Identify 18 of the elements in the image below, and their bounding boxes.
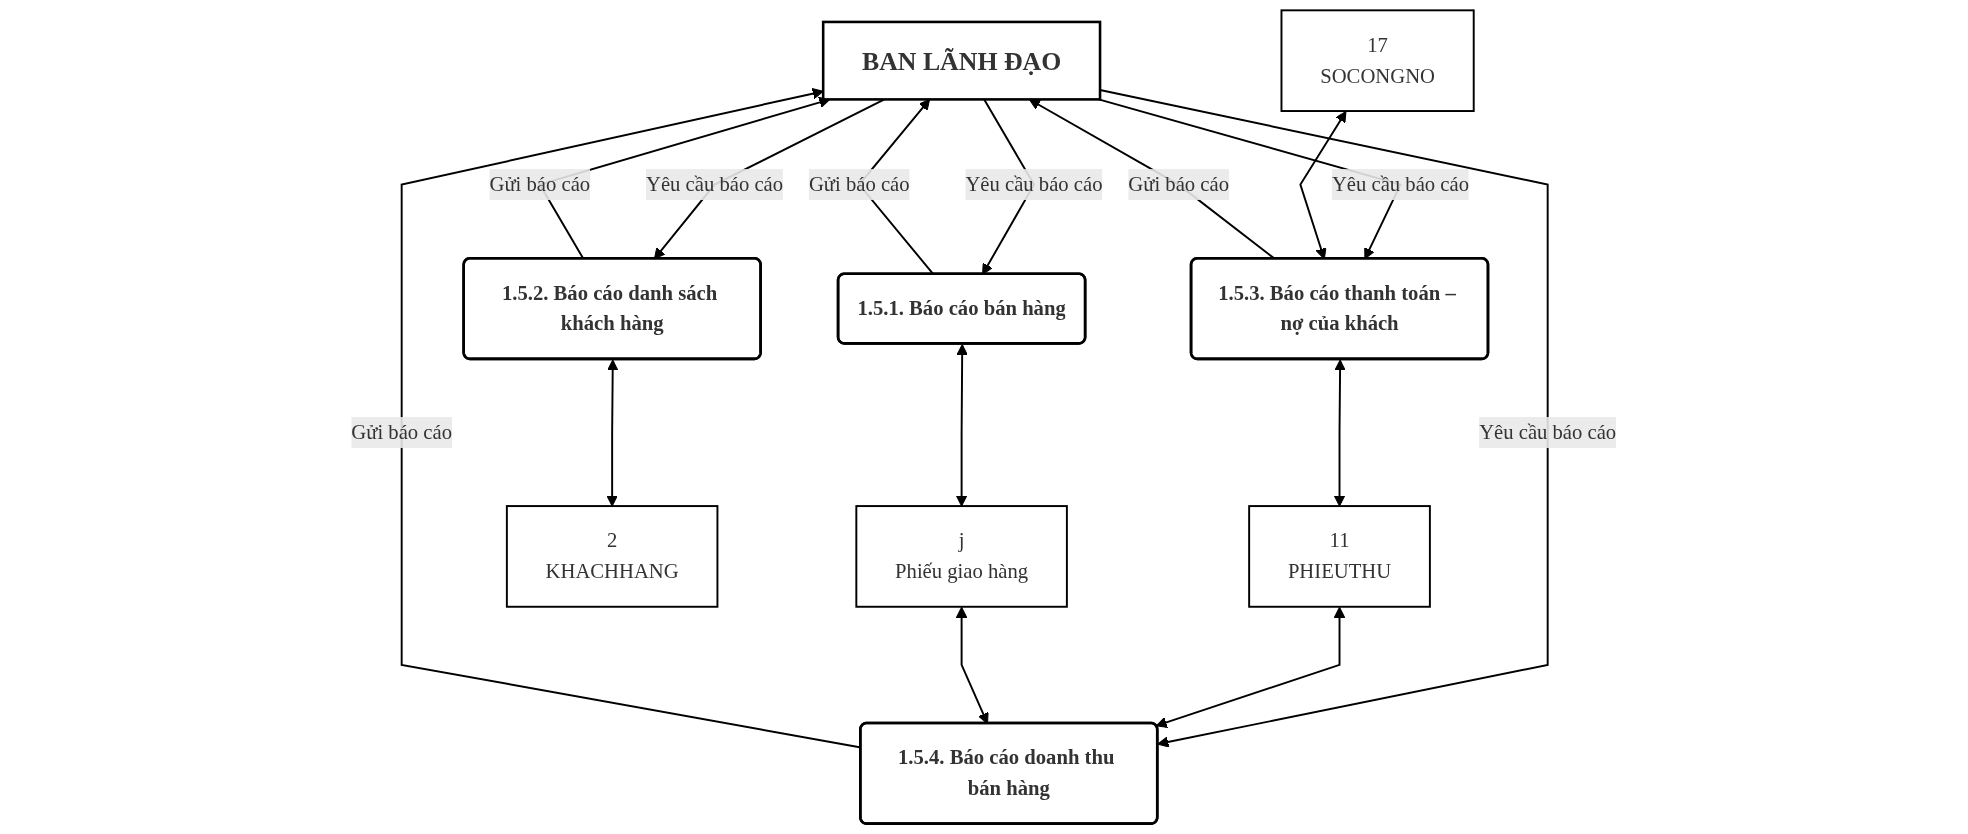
arrow — [1156, 606, 1346, 728]
edge-label: Yêu cầu báo cáo — [1479, 420, 1617, 443]
node-box: j Phiếu giao hàng — [855, 505, 1069, 608]
arrow — [606, 359, 619, 507]
node-box: 17 SOCONGNO — [1280, 9, 1475, 112]
arrow — [956, 344, 969, 507]
edge-label: Yêu cầu báo cáo — [646, 172, 784, 195]
edge-label: Gửi báo cáo — [809, 172, 910, 195]
edge-label: Gửi báo cáo — [351, 420, 453, 443]
arrow — [1334, 359, 1346, 507]
edge-label: Yêu cầu báo cáo — [1332, 172, 1470, 195]
node-box: 11 PHIEUTHU — [1248, 505, 1432, 608]
node-box: 2 KHACHHANG — [506, 505, 719, 608]
node-box: BAN LÃNH ĐẠO — [822, 20, 1102, 101]
edge-label: Yêu cầu báo cáo — [965, 172, 1103, 195]
edge-label: Gửi báo cáo — [489, 172, 591, 195]
arrow — [1099, 89, 1549, 748]
edge-label: Gửi báo cáo — [1128, 172, 1230, 195]
